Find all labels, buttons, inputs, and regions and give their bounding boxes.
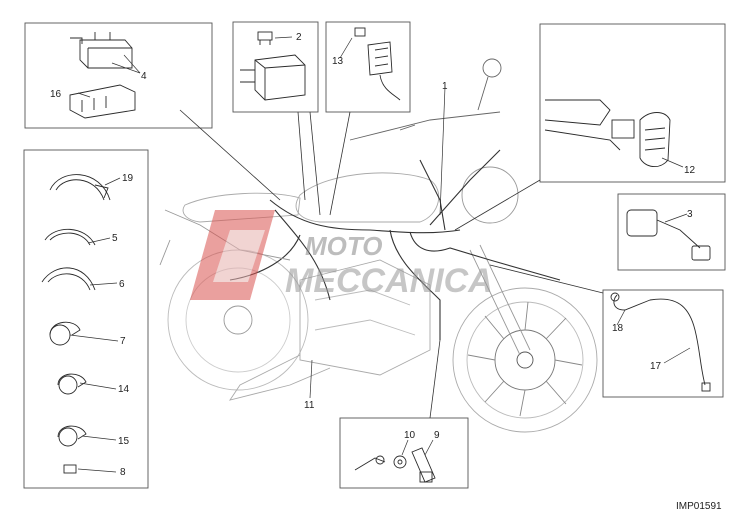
clip-5 — [44, 228, 96, 246]
callout-5: 5 — [112, 233, 118, 244]
relay-holder-part — [69, 84, 136, 119]
watermark-line2: MECCANICA — [285, 262, 493, 300]
leader-lines — [179, 109, 604, 419]
front-fork — [469, 244, 531, 356]
callout-6: 6 — [119, 279, 125, 290]
drawing-code: IMP01591 — [676, 501, 722, 512]
clip-19 — [49, 174, 111, 201]
watermark-line1: MOTO — [305, 231, 383, 261]
seat — [182, 192, 301, 223]
callout-9: 9 — [434, 430, 440, 441]
callout-17: 17 — [650, 361, 662, 372]
watermark: MOTO MECCANICA — [190, 210, 493, 300]
detail-box-cables — [602, 289, 724, 398]
callout-14: 14 — [118, 384, 130, 395]
clip-6 — [41, 267, 96, 291]
detail-box-cap — [617, 193, 726, 271]
callout-3: 3 — [687, 209, 693, 220]
headlight — [461, 166, 519, 224]
callout-2: 2 — [296, 32, 302, 43]
fuel-tank — [295, 172, 440, 223]
bolt-part — [411, 447, 436, 483]
callout-16: 16 — [50, 89, 62, 100]
callout-11: 11 — [304, 400, 315, 411]
detail-box-connector — [325, 21, 411, 113]
callout-19: 19 — [122, 173, 134, 184]
detail-box-clips — [23, 149, 149, 489]
connector-part — [354, 27, 401, 101]
clamp-14 — [57, 373, 87, 395]
cap-part — [626, 209, 711, 261]
callout-18: 18 — [612, 323, 624, 334]
detail-box-connector-holder — [539, 23, 726, 183]
clip-8 — [63, 464, 77, 474]
callout-7: 7 — [120, 336, 126, 347]
callout-8: 8 — [120, 467, 126, 478]
motorcycle-illustration — [159, 58, 598, 433]
handlebar — [349, 111, 501, 141]
cable-part — [610, 292, 711, 392]
front-wheel — [452, 287, 598, 433]
callout-15: 15 — [118, 436, 130, 447]
wiring-harness — [229, 149, 561, 340]
washer-part — [354, 455, 407, 471]
clamp-7 — [49, 321, 81, 346]
callout-4: 4 — [141, 71, 147, 82]
clamp-15 — [57, 425, 87, 447]
engine — [299, 259, 431, 376]
exhaust — [228, 354, 331, 401]
mirror — [482, 58, 502, 78]
fuse-box-part — [240, 31, 306, 101]
callout-12: 12 — [684, 165, 696, 176]
connector-holder-part — [544, 99, 671, 167]
callout-1: 1 — [442, 81, 448, 92]
callout-13: 13 — [332, 56, 344, 67]
detail-box-fasteners — [339, 417, 469, 489]
callout-10: 10 — [404, 430, 416, 441]
detail-box-fuse-box — [232, 21, 319, 113]
detail-box-relays — [24, 22, 213, 129]
relay-part — [70, 32, 133, 69]
